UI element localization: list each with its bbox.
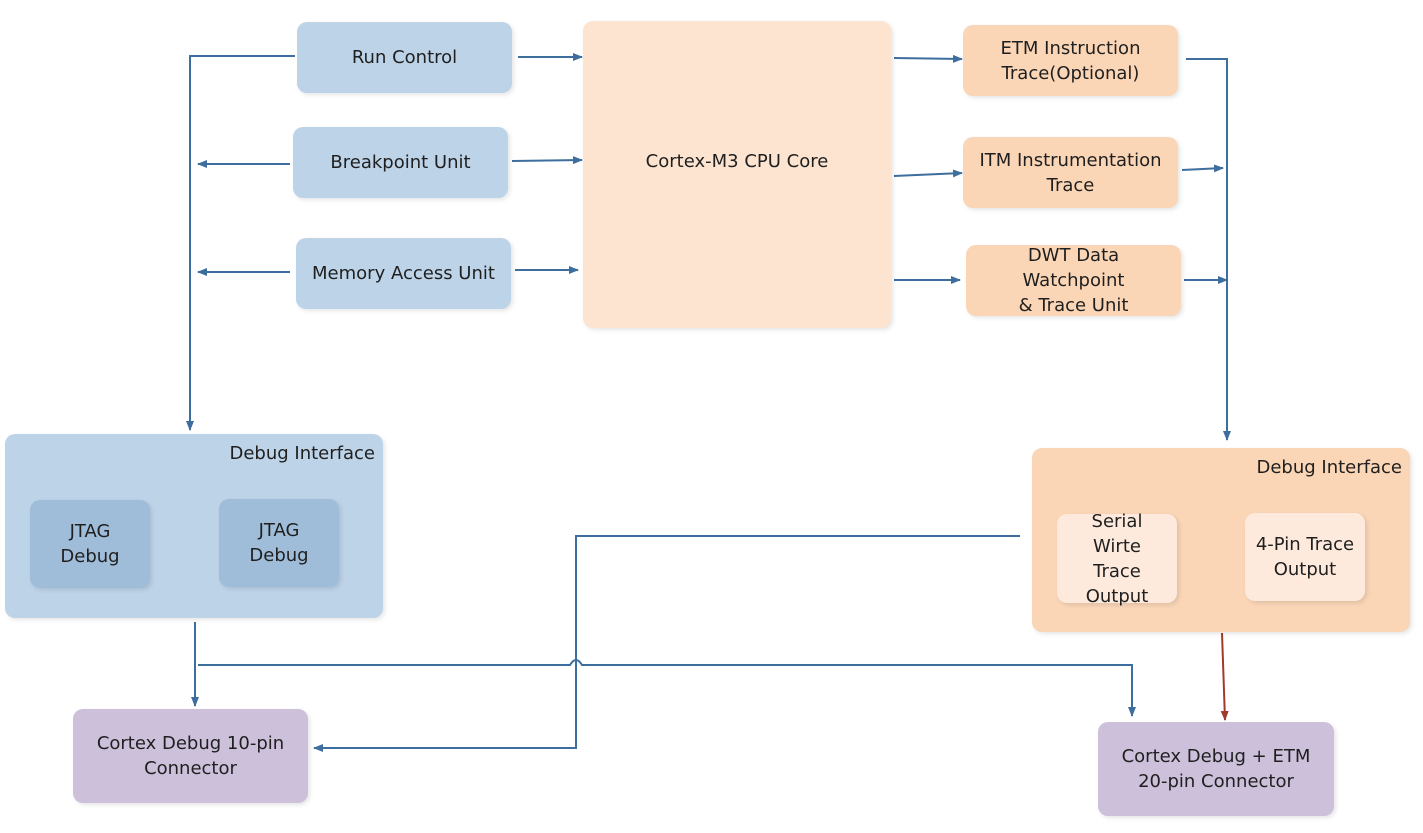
etm-block: ETM Instruction Trace(Optional) bbox=[963, 25, 1178, 96]
core-to-itm-arrow bbox=[893, 169, 963, 178]
core-to-etm-arrow bbox=[893, 54, 963, 63]
cortex-debug-etm-20pin-label: Cortex Debug + ETM 20-pin Connector bbox=[1121, 746, 1311, 792]
memory-access-unit-block: Memory Access Unit bbox=[296, 238, 511, 309]
jtag-debug-label-2: JTAG Debug bbox=[249, 520, 309, 566]
debug-interface-right-group: Debug Interface Serial Wirte Trace Outpu… bbox=[1032, 448, 1410, 632]
dwt-block: DWT Data Watchpoint & Trace Unit bbox=[966, 245, 1181, 316]
breakpoint-unit-block: Breakpoint Unit bbox=[293, 127, 508, 198]
serial-wire-trace-output-block: Serial Wirte Trace Output bbox=[1057, 511, 1177, 607]
dwt-label: DWT Data Watchpoint & Trace Unit bbox=[1018, 245, 1129, 316]
debug-interface-to-20pin-line bbox=[198, 659, 1136, 717]
jtag-debug-label-1: JTAG Debug bbox=[60, 521, 120, 567]
four-pin-trace-output-label: 4-Pin Trace Output bbox=[1255, 534, 1355, 580]
itm-label: ITM Instrumentation Trace bbox=[979, 149, 1162, 196]
run-control-label: Run Control bbox=[351, 47, 458, 68]
breakpoint-unit-label: Breakpoint Unit bbox=[330, 152, 471, 173]
itm-block: ITM Instrumentation Trace bbox=[963, 137, 1178, 208]
four-pin-trace-output-block: 4-Pin Trace Output bbox=[1245, 513, 1365, 601]
cortex-debug-10pin-label: Cortex Debug 10-pin Connector bbox=[96, 733, 285, 779]
serial-wire-to-10pin-line bbox=[313, 535, 1020, 752]
trace-output-to-20pin-arrow bbox=[1220, 632, 1229, 721]
memory-access-unit-label: Memory Access Unit bbox=[312, 263, 495, 284]
jtag-debug-block-2: JTAG Debug bbox=[219, 499, 339, 587]
run-control-block: Run Control bbox=[297, 22, 512, 93]
debug-interface-left-group: Debug Interface JTAG Debug JTAG Debug bbox=[5, 434, 383, 618]
debug-interface-left-title: Debug Interface bbox=[229, 443, 375, 464]
debug-interface-right-title: Debug Interface bbox=[1256, 457, 1402, 478]
cortex-debug-10pin-connector: Cortex Debug 10-pin Connector bbox=[73, 709, 308, 803]
itm-to-bus-arrow bbox=[1181, 164, 1224, 173]
cpu-core-label: Cortex-M3 CPU Core bbox=[645, 151, 829, 172]
run-control-to-debug-interface-line bbox=[186, 55, 295, 431]
etm-label: ETM Instruction Trace(Optional) bbox=[1000, 37, 1141, 84]
cpu-core-block: Cortex-M3 CPU Core bbox=[583, 21, 891, 328]
breakpoint-to-core-arrow bbox=[511, 156, 583, 165]
etm-to-debug-interface-line bbox=[1186, 58, 1231, 441]
serial-wire-trace-output-label: Serial Wirte Trace Output bbox=[1085, 510, 1149, 607]
jtag-debug-block-1: JTAG Debug bbox=[30, 500, 150, 588]
cortex-debug-etm-20pin-connector: Cortex Debug + ETM 20-pin Connector bbox=[1098, 722, 1334, 816]
